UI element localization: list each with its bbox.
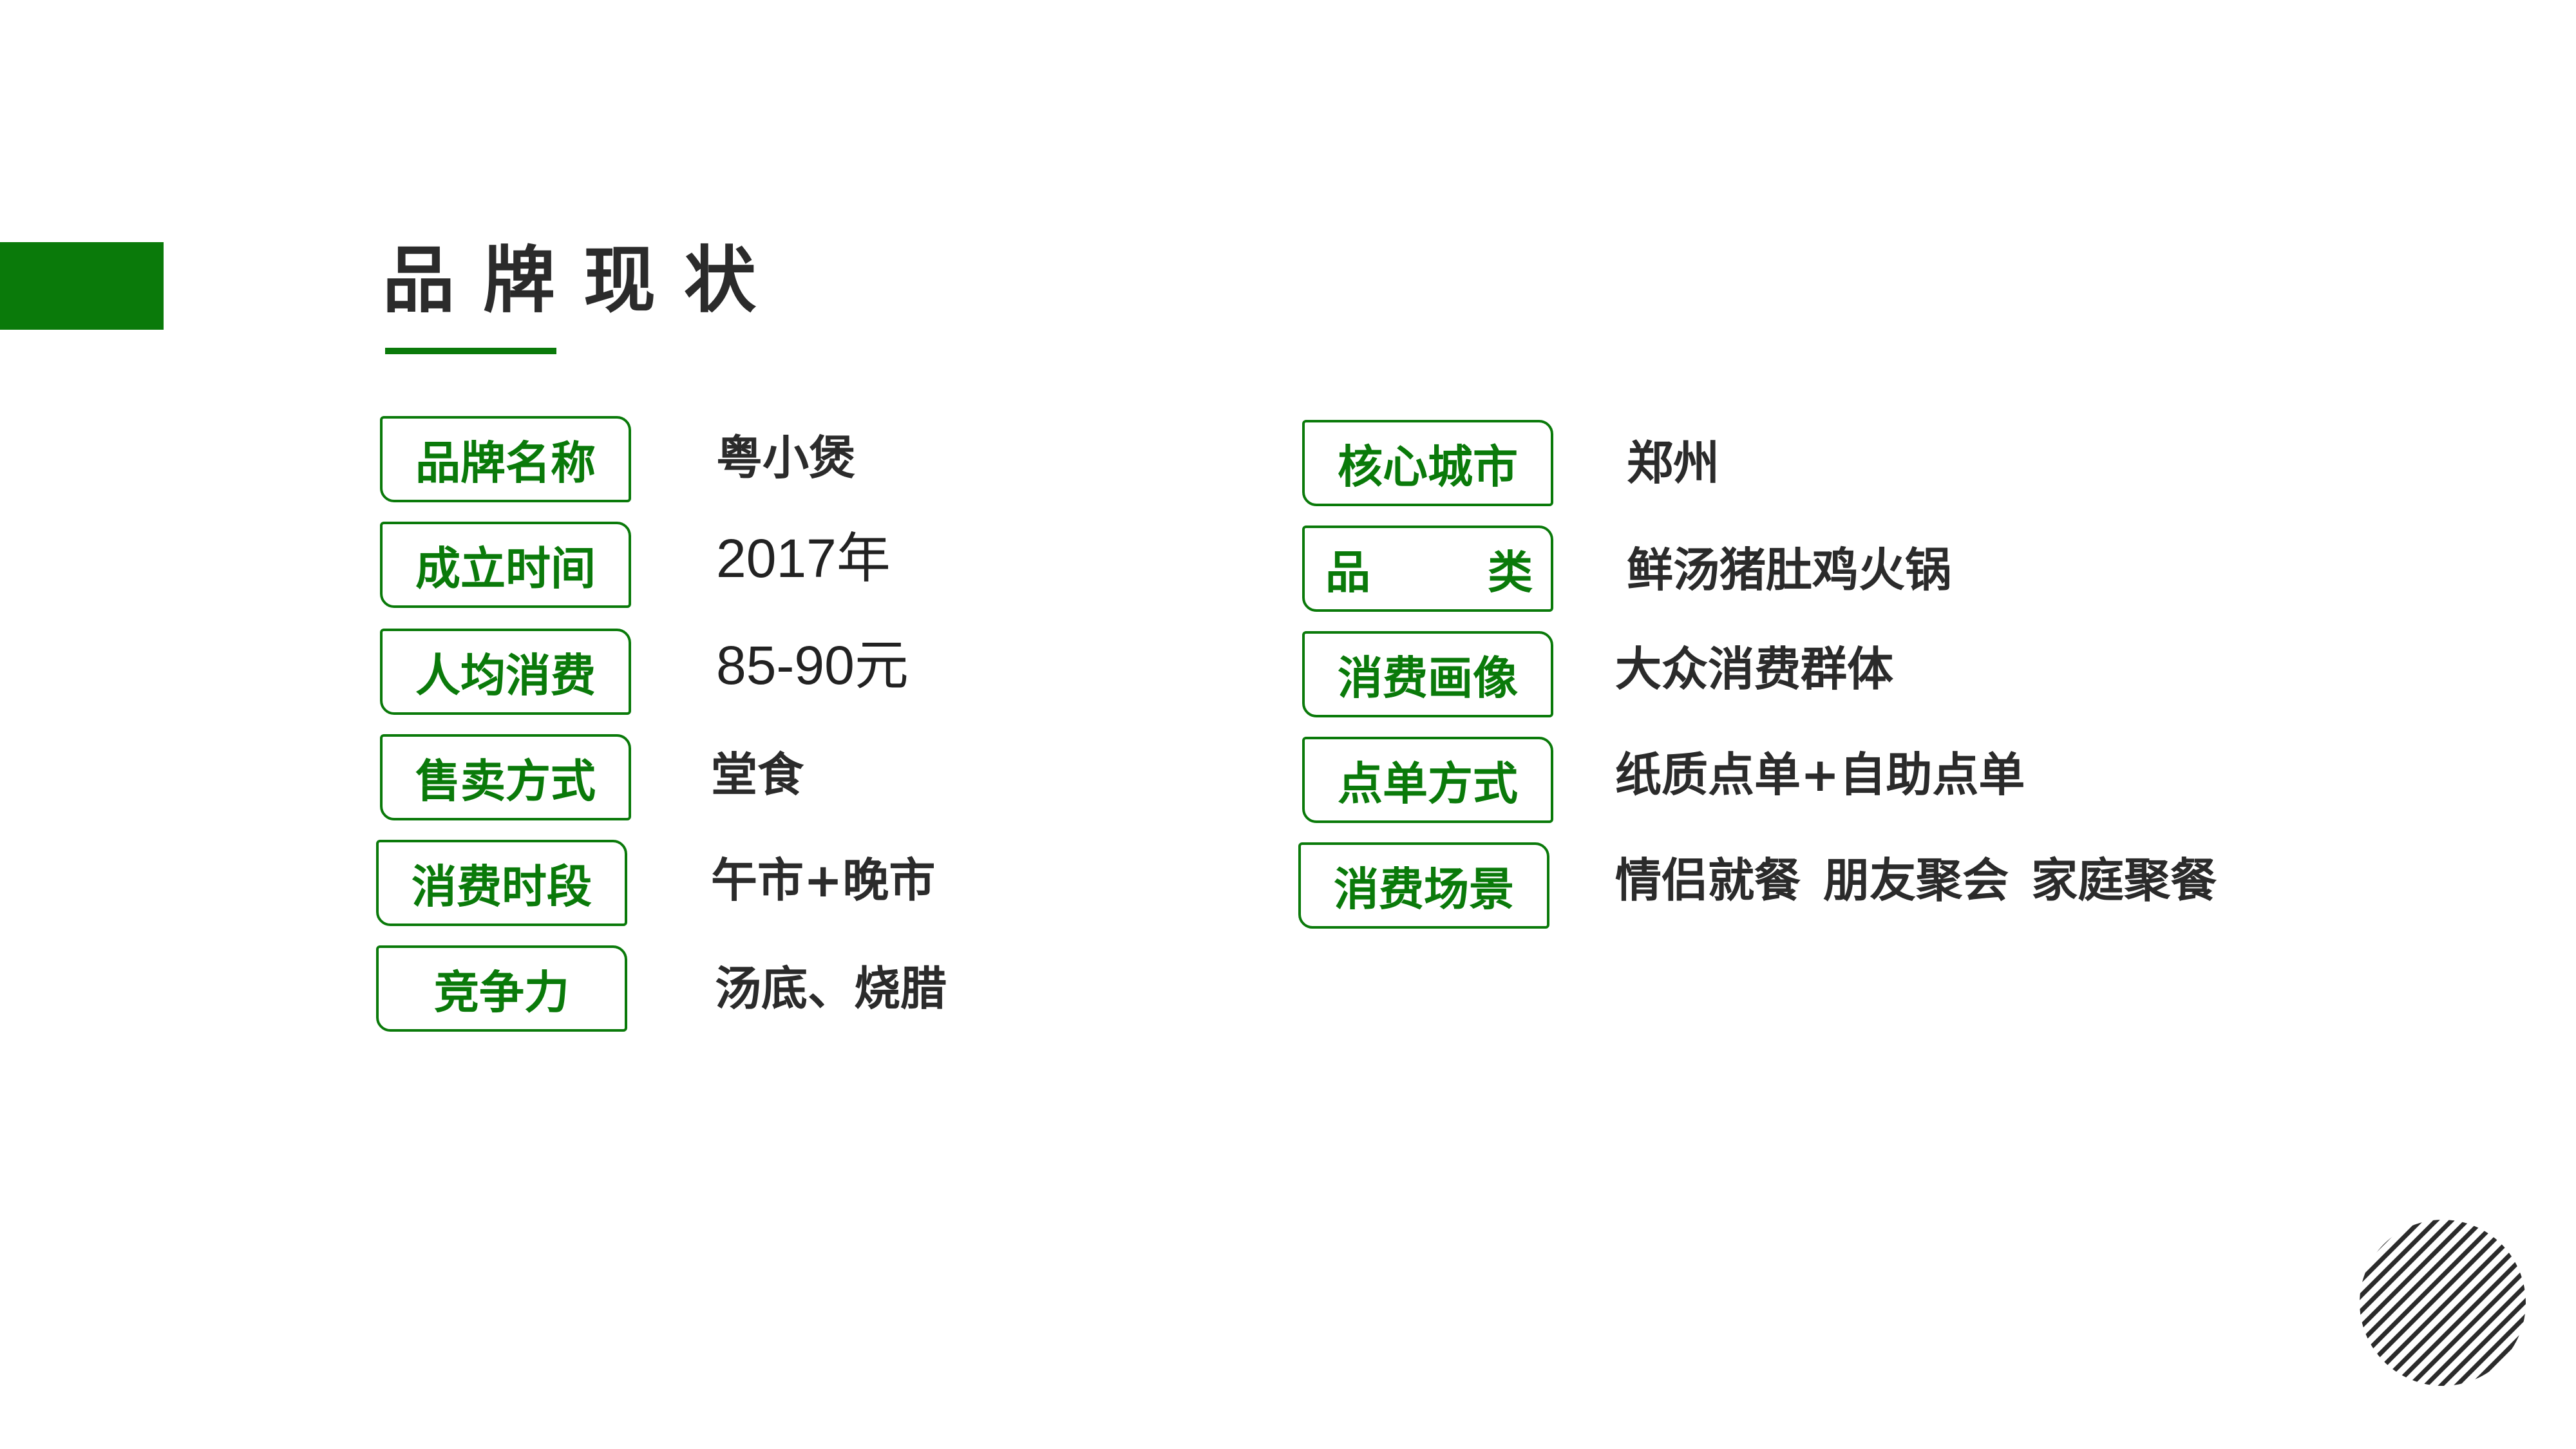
value-brand-name: 粤小煲 (716, 431, 856, 485)
label-per-capita-spend: 人均消费 (380, 629, 631, 715)
label-competitiveness: 竞争力 (376, 945, 627, 1032)
label-text: 品牌名称 (415, 436, 596, 489)
striped-circle-icon (2360, 1220, 2526, 1386)
label-text: 点单方式 (1338, 757, 1518, 810)
value-consumption-period: 午市+晚市 (711, 853, 936, 907)
value-competitiveness: 汤底、烧腊 (715, 961, 947, 1016)
page-title: 品牌现状 (383, 239, 784, 323)
label-text: 成立时间 (415, 542, 596, 595)
label-sales-method: 售卖方式 (380, 734, 631, 820)
label-core-city: 核心城市 (1302, 420, 1553, 506)
label-brand-name: 品牌名称 (380, 416, 631, 502)
label-consumer-profile: 消费画像 (1302, 631, 1553, 717)
label-text: 售卖方式 (415, 754, 596, 808)
label-category: 品 类 (1302, 526, 1553, 612)
accent-bar (0, 242, 164, 330)
label-text: 人均消费 (415, 649, 596, 702)
value-per-capita-spend: 85-90元 (716, 635, 909, 696)
value-founded-time: 2017年 (716, 528, 891, 589)
label-text: 竞争力 (434, 965, 569, 1019)
value-consumer-profile: 大众消费群体 (1615, 642, 1894, 696)
label-char-second: 类 (1488, 545, 1533, 599)
value-sales-method: 堂食 (711, 748, 804, 802)
title-underline (385, 348, 556, 354)
value-ordering-method: 纸质点单+自助点单 (1615, 748, 2025, 802)
label-char-first: 品 (1325, 545, 1370, 599)
value-category: 鲜汤猪肚鸡火锅 (1627, 543, 1952, 597)
label-text: 消费时段 (412, 860, 592, 913)
value-consumption-scene: 情侣就餐 朋友聚会 家庭聚餐 (1615, 853, 2217, 907)
label-consumption-period: 消费时段 (376, 840, 627, 926)
label-ordering-method: 点单方式 (1302, 737, 1553, 823)
label-text: 消费画像 (1338, 651, 1518, 705)
value-core-city: 郑州 (1627, 436, 1720, 490)
label-founded-time: 成立时间 (380, 522, 631, 608)
label-text: 核心城市 (1338, 440, 1518, 493)
label-text: 消费场景 (1334, 862, 1514, 916)
label-consumption-scene: 消费场景 (1298, 842, 1549, 929)
